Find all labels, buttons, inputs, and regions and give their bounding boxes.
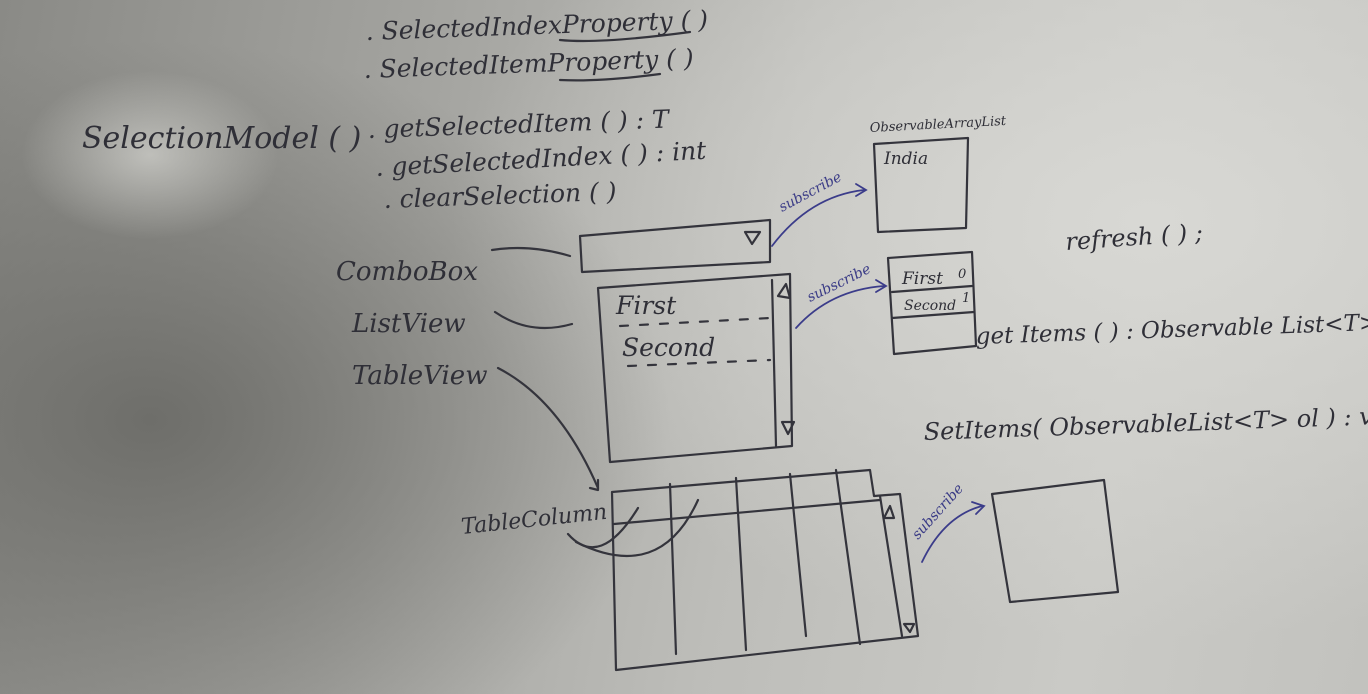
list-item-first: First bbox=[615, 291, 677, 320]
table-column-line-4 bbox=[834, 468, 862, 646]
set-items-method-text: SetItems( ObservableList<T> ol ) : void bbox=[923, 401, 1368, 446]
get-items-method-text: get Items ( ) : Observable List<T> bbox=[975, 310, 1368, 350]
combobox-label: ComboBox bbox=[336, 257, 478, 287]
listview-label: ListView bbox=[351, 309, 466, 339]
triangle-up-icon bbox=[776, 282, 792, 300]
list-divider-1 bbox=[618, 316, 772, 328]
table-column-line-1 bbox=[668, 482, 678, 656]
tablecolumn-label: TableColumn bbox=[460, 500, 608, 540]
refresh-method-text: refresh ( ) ; bbox=[1064, 218, 1203, 256]
table-column-line-3 bbox=[788, 472, 808, 638]
selected-item-property-text: . SelectedItemProperty ( ) bbox=[363, 43, 694, 84]
listview-box bbox=[596, 272, 794, 464]
arrow-combobox bbox=[490, 246, 572, 258]
observable-array-list-box bbox=[872, 136, 970, 234]
arrow-listview bbox=[493, 310, 574, 330]
arrow-tablecolumn-1 bbox=[566, 506, 640, 549]
items-list-box bbox=[886, 250, 978, 356]
clear-selection-text: . clearSelection ( ) bbox=[383, 177, 617, 214]
items-box-empty bbox=[990, 478, 1120, 604]
listview-scrollbar bbox=[770, 278, 778, 448]
tableview-header-line bbox=[612, 498, 882, 526]
items-list-divider-2 bbox=[890, 310, 976, 320]
selected-index-property-text: . SelectedIndexProperty ( ) bbox=[365, 5, 708, 46]
selection-model-text: SelectionModel ( ) bbox=[82, 121, 361, 156]
subscribe-label-2: subscribe bbox=[805, 261, 874, 305]
arrow-tableview-head bbox=[588, 478, 600, 492]
subscribe-label-3: subscribe bbox=[909, 481, 967, 543]
combobox-box bbox=[578, 218, 772, 274]
subscribe-arrow-2-head bbox=[875, 279, 888, 293]
items-list-first-index: 0 bbox=[958, 267, 966, 282]
tableview-label: TableView bbox=[352, 361, 487, 391]
underline-item-property bbox=[558, 72, 662, 82]
list-divider-2 bbox=[626, 358, 772, 368]
observable-item-india: India bbox=[883, 149, 928, 169]
triangle-up-icon bbox=[882, 504, 896, 520]
observable-array-list-label: ObservableArrayList bbox=[869, 114, 1007, 136]
items-list-second-index: 1 bbox=[962, 291, 970, 306]
get-selected-item-text: . getSelectedItem ( ) : T bbox=[367, 104, 671, 144]
list-item-second: Second bbox=[622, 333, 715, 362]
triangle-down-icon bbox=[743, 230, 762, 246]
subscribe-arrow-1-head bbox=[855, 183, 868, 197]
subscribe-arrow-1 bbox=[771, 189, 865, 247]
subscribe-arrow-3-head bbox=[971, 501, 986, 515]
underline-index-property bbox=[558, 30, 692, 43]
get-selected-index-text: . getSelectedIndex ( ) : int bbox=[375, 136, 708, 182]
items-list-first: First bbox=[901, 269, 943, 289]
table-scrollbar bbox=[878, 494, 904, 638]
tableview-box bbox=[610, 468, 920, 672]
items-list-divider-1 bbox=[890, 284, 974, 294]
table-column-line-2 bbox=[734, 476, 748, 652]
subscribe-arrow-2 bbox=[795, 285, 885, 329]
items-list-second: Second bbox=[904, 298, 956, 314]
triangle-down-icon bbox=[780, 420, 796, 436]
subscribe-arrow-3 bbox=[921, 505, 983, 563]
arrow-tableview bbox=[496, 366, 600, 490]
triangle-down-icon bbox=[902, 622, 916, 634]
